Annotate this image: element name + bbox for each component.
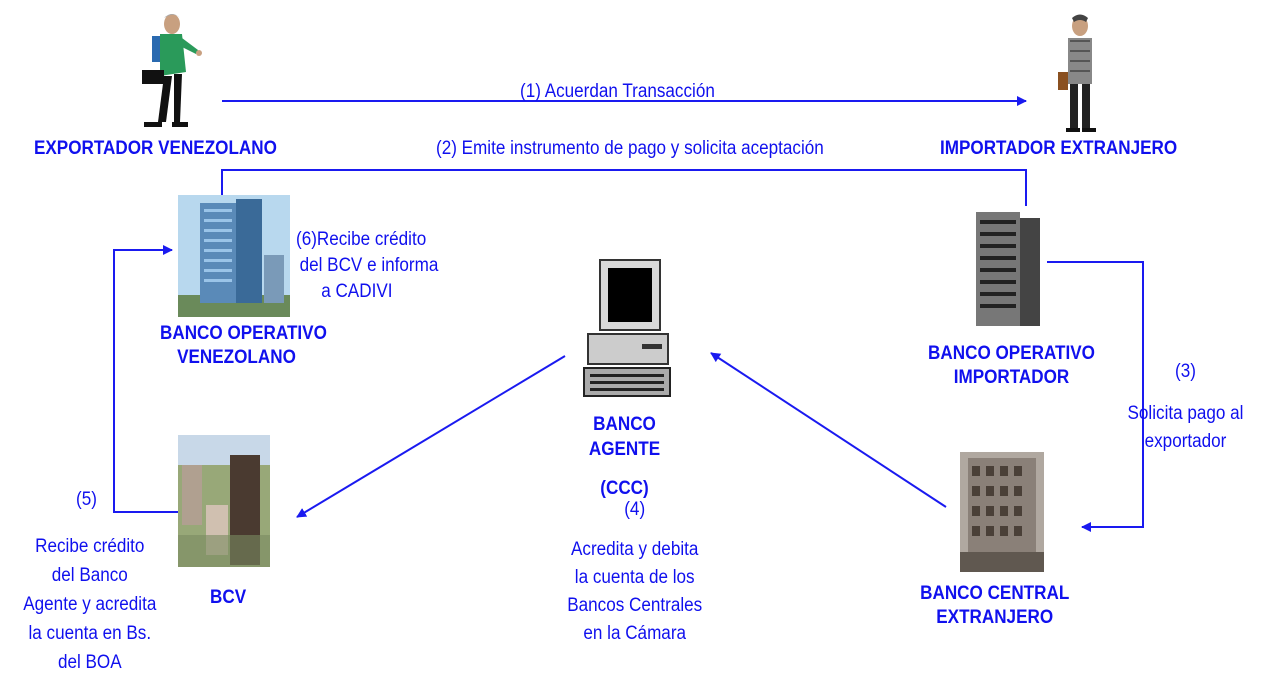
venezuelan-bank-line-2: VENEZOLANO: [177, 347, 296, 368]
step-3-label: (3) Solicita pago al exportador: [1118, 358, 1253, 456]
foreign-central-bank-line-2: EXTRANJERO: [936, 607, 1054, 628]
step-4-line-1: Acredita y debita: [571, 539, 699, 560]
step-5-line-1: Recibe crédito: [35, 536, 145, 557]
step-6-line-1: (6)Recibe crédito: [296, 229, 427, 250]
agent-bank-line-2: AGENTE: [588, 439, 661, 460]
importer-person-icon: [1058, 14, 1096, 132]
bcv-building-icon: [178, 435, 270, 567]
arrow-agent-to-bcv: [296, 355, 566, 518]
importer-bank-building-icon: [970, 208, 1046, 326]
step-5-line-4: la cuenta en Bs.: [28, 623, 152, 644]
arrow-step-3: [1047, 261, 1144, 532]
step-4-number: (4): [624, 499, 646, 520]
venezuelan-bank-line-1: BANCO OPERATIVO: [160, 323, 327, 344]
step-5-number: (5): [76, 489, 97, 510]
foreign-central-bank-label: BANCO CENTRAL EXTRANJERO: [920, 582, 1069, 630]
foreign-central-bank-building-icon: [960, 452, 1044, 572]
foreign-central-bank-line-1: BANCO CENTRAL: [920, 583, 1070, 604]
step-6-line-3: a CADIVI: [321, 281, 393, 302]
step-3-line-1: Solicita pago al: [1127, 403, 1244, 424]
exporter-label: EXPORTADOR VENEZOLANO: [34, 138, 277, 159]
step-4-line-4: en la Cámara: [583, 623, 687, 644]
step-3-line-2: exportador: [1144, 431, 1227, 452]
step-6-line-2: del BCV e informa: [299, 255, 439, 276]
arrow-central-to-agent: [710, 352, 947, 508]
step-5-line-3: Agente y acredita: [23, 594, 157, 615]
importer-bank-label: BANCO OPERATIVO IMPORTADOR: [926, 342, 1097, 390]
importer-bank-line-1: BANCO OPERATIVO: [928, 343, 1095, 364]
agent-bank-label: BANCO AGENTE (CCC): [566, 412, 683, 501]
agent-bank-line-3: (CCC): [600, 478, 649, 499]
step-1-label: (1) Acuerdan Transacción: [520, 81, 715, 102]
exporter-person-icon: [142, 14, 202, 127]
step-4-line-3: Bancos Centrales: [567, 595, 703, 616]
importer-label: IMPORTADOR EXTRANJERO: [940, 138, 1178, 159]
step-4-label: (4) Acredita y debita la cuenta de los B…: [560, 500, 709, 648]
line-step-2: [221, 169, 1027, 206]
step-5-line-5: del BOA: [57, 652, 122, 673]
step-4-line-2: la cuenta de los: [574, 567, 695, 588]
arrow-step-5: [113, 245, 178, 513]
step-5-line-2: del Banco: [51, 565, 128, 586]
step-3-number: (3): [1175, 361, 1196, 382]
agent-bank-computer-icon: [583, 259, 671, 397]
step-2-label: (2) Emite instrumento de pago y solicita…: [436, 138, 824, 159]
step-6-label: (6)Recibe crédito del BCV e informa a CA…: [296, 227, 438, 305]
agent-bank-line-1: BANCO: [593, 414, 656, 435]
importer-bank-line-2: IMPORTADOR: [953, 367, 1070, 388]
venezuelan-bank-building-icon: [178, 195, 290, 317]
bcv-label: BCV: [210, 587, 247, 608]
step-5-label: Recibe crédito del Banco Agente y acredi…: [16, 532, 164, 677]
venezuelan-bank-label: BANCO OPERATIVO VENEZOLANO: [160, 322, 327, 370]
